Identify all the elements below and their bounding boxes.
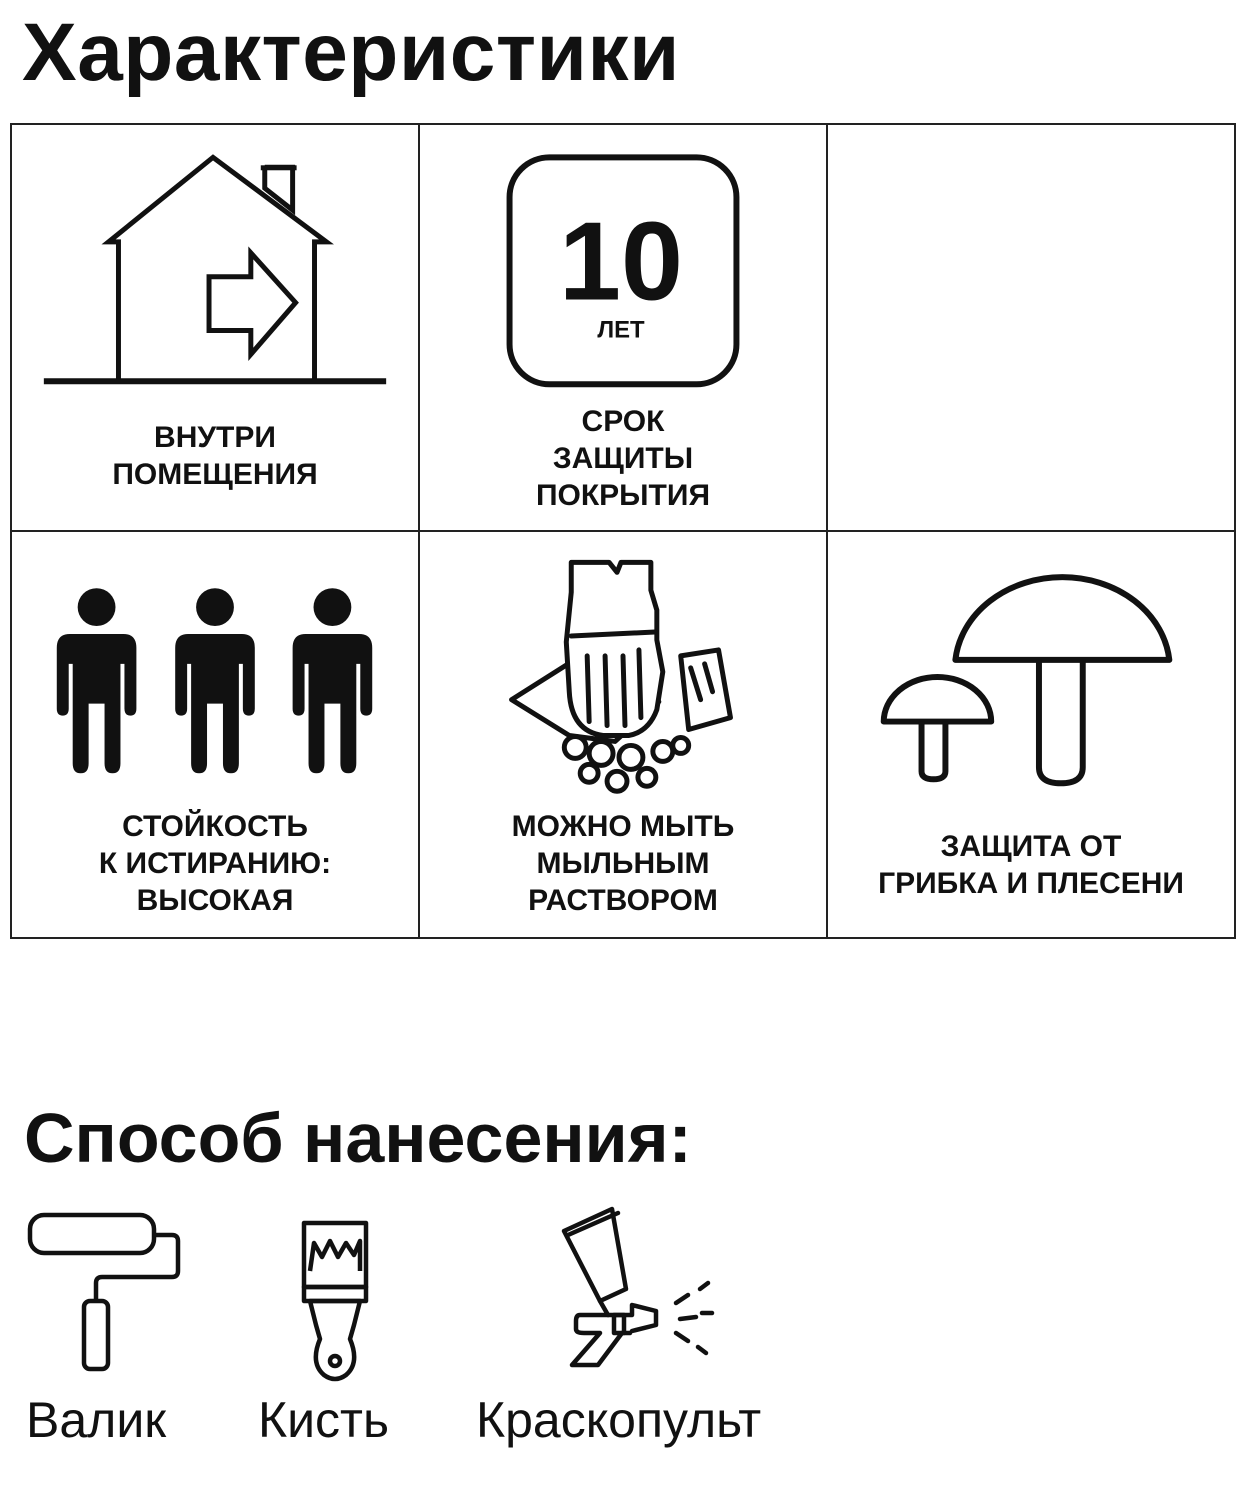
page-title: Характеристики [22,7,680,98]
feature-caption: СТОЙКОСТЬ К ИСТИРАНИЮ: ВЫСОКАЯ [98,810,332,917]
tool-spray-gun-label: Краскопульт [476,1392,762,1448]
feature-caption: СРОК ЗАЩИТЫ ПОКРЫТИЯ [535,405,711,512]
tool-brush [296,1205,376,1385]
paint-brush-icon [301,1220,369,1382]
tool-roller [26,1205,186,1380]
application-title: Способ нанесения: [24,1099,692,1177]
ten-years-badge-icon: 10 ЛЕТ [506,154,740,388]
feature-caption: ВНУТРИ ПОМЕЩЕНИЯ [112,421,318,491]
feature-protection-term: 10 ЛЕТ СРОК ЗАЩИТЫ ПОКРЫТИЯ [420,125,828,532]
tool-roller-label: Валик [26,1392,167,1448]
feature-caption: МОЖНО МЫТЬ МЫЛЬНЫМ РАСТВОРОМ [511,810,735,917]
mushrooms-icon [880,574,1173,787]
feature-anti-fungus: ЗАЩИТА ОТ ГРИБКА И ПЛЕСЕНИ [828,532,1236,939]
feature-blank [828,125,1236,532]
tool-brush-label: Кисть [258,1392,390,1448]
glove-sponge-soap-icon [509,559,733,794]
spray-gun-icon [561,1206,715,1368]
features-grid: ВНУТРИ ПОМЕЩЕНИЯ 10 ЛЕТ СРОК ЗАЩИТЫ ПОКР… [10,123,1236,939]
feature-indoor: ВНУТРИ ПОМЕЩЕНИЯ [12,125,420,532]
feature-abrasion: СТОЙКОСТЬ К ИСТИРАНИЮ: ВЫСОКАЯ [12,532,420,939]
badge-number: 10 [559,199,683,324]
feature-washable: МОЖНО МЫТЬ МЫЛЬНЫМ РАСТВОРОМ [420,532,828,939]
badge-unit: ЛЕТ [597,316,645,343]
paint-roller-icon [27,1212,181,1372]
tool-spray-gun [560,1205,730,1380]
house-arrow-icon [43,154,387,385]
feature-caption: ЗАЩИТА ОТ ГРИБКА И ПЛЕСЕНИ [878,830,1184,900]
